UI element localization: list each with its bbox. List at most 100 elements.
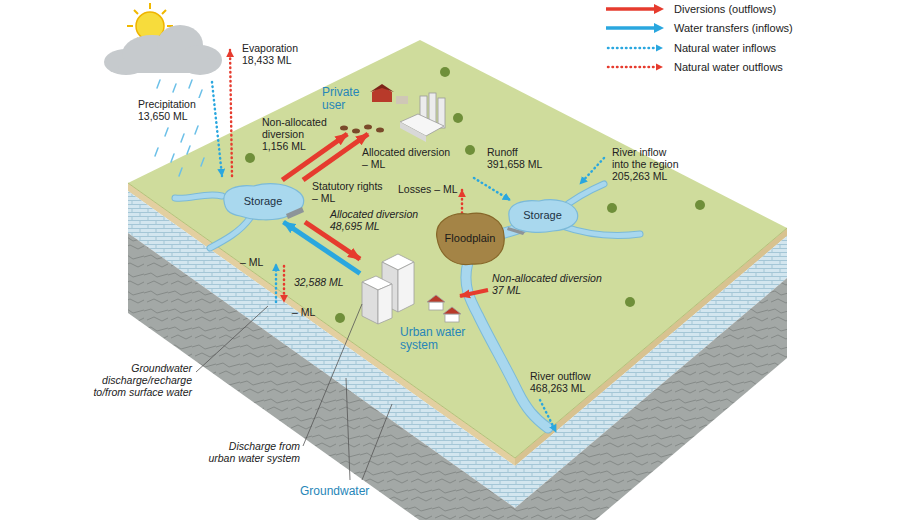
legend: Diversions (outflows) Water transfers (in… (604, 2, 900, 82)
cow (340, 126, 348, 131)
flow-label: River inflow into the region 205,263 ML (612, 146, 682, 182)
floodplain: Floodplain (432, 208, 508, 268)
legend-arrowhead (654, 4, 664, 14)
barn-roof (370, 84, 394, 92)
leader-lines (196, 304, 392, 480)
node-label: Storage (523, 209, 562, 222)
house (429, 302, 443, 310)
node-label: Private user (322, 86, 374, 112)
legend-text: Water transfers (inflows) (674, 21, 793, 35)
flow-label: Statutory rights – ML (312, 180, 388, 204)
tree (607, 203, 617, 213)
house-roof (443, 307, 461, 314)
cow (376, 128, 384, 133)
flow-label: Allocated diversion 48,695 ML (330, 208, 430, 232)
inflow-arrow (580, 158, 604, 184)
rain (155, 80, 204, 176)
node-label: Storage (244, 195, 283, 208)
tree (453, 113, 463, 123)
flow-label: Evaporation 18,433 ML (242, 42, 312, 66)
flow-label: Runoff 391,658 ML (487, 146, 549, 170)
building-wall (362, 282, 378, 324)
shed (396, 96, 408, 104)
cloud (104, 25, 222, 75)
diversion-arrow (303, 134, 368, 180)
floodplain-outline (437, 213, 505, 264)
cloud-base (118, 58, 214, 73)
legend-arrowhead (656, 64, 663, 71)
storage-lake-outline (509, 200, 578, 233)
river (175, 195, 222, 198)
river (210, 218, 250, 248)
flow-label: Groundwater discharge/recharge to/from s… (80, 362, 192, 398)
legend-sample (604, 60, 668, 74)
flow-label: Non-allocated diversion 37 ML (492, 272, 608, 296)
evaporation-arrow (230, 50, 232, 176)
legend-sample (604, 2, 668, 16)
flow-label: 32,588 ML (294, 276, 344, 288)
storage-lake: Storage (218, 180, 308, 222)
flow-label: Groundwater (300, 484, 369, 498)
outflow-arrow (540, 400, 556, 432)
legend-text: Natural water inflows (674, 41, 776, 55)
river (562, 226, 640, 236)
city (362, 254, 461, 324)
legend-sample (604, 21, 668, 35)
storage-lake-outline (224, 184, 304, 220)
legend-text: Natural water outflows (674, 60, 783, 74)
legend-line (608, 47, 656, 50)
runoff-arrow (474, 178, 510, 200)
tree (625, 297, 635, 307)
barn (372, 86, 392, 102)
building-wall (398, 262, 414, 312)
land-surface (128, 40, 787, 458)
legend-entry: Diversions (outflows) (604, 2, 900, 16)
flow-label: River outflow 468,263 ML (530, 370, 596, 394)
flow-label: – ML (292, 306, 315, 318)
dam-wall (507, 227, 525, 235)
legend-arrowhead (654, 23, 664, 33)
private-user: Private user (318, 84, 468, 134)
river-bank (210, 218, 250, 248)
rivers (175, 184, 640, 428)
tree (465, 145, 475, 155)
tree (440, 67, 450, 77)
river-bank (175, 195, 222, 198)
storage-lake: Storage (505, 196, 580, 234)
legend-line (606, 26, 656, 30)
urban-water-system: Urban water system (360, 258, 478, 354)
natural-flows (212, 50, 604, 432)
flow-label: Allocated diversion – ML (362, 146, 454, 170)
flow-label: Non-allocated diversion 1,156 ML (262, 116, 331, 152)
legend-arrowhead (656, 45, 663, 52)
legend-entry: Natural water outflows (604, 60, 900, 74)
precipitation-arrow (212, 82, 222, 176)
diversion-arrow (460, 290, 488, 296)
tree (335, 313, 345, 323)
tree (245, 153, 255, 163)
groundwater-discharge-arrow (275, 264, 278, 302)
tree (695, 200, 705, 210)
farm-building (400, 114, 444, 136)
flow-label: Losses – ML (398, 183, 458, 195)
node-label: Floodplain (445, 232, 496, 245)
building-wall (378, 284, 392, 324)
cow (352, 129, 360, 134)
land-edge (128, 183, 787, 458)
legend-line (606, 7, 656, 11)
legend-text: Diversions (outflows) (674, 2, 776, 16)
legend-line (608, 66, 656, 69)
node-label: Urban water system (400, 326, 472, 352)
legend-sample (604, 41, 668, 55)
legend-entry: Water transfers (inflows) (604, 21, 900, 35)
house (445, 314, 459, 322)
legend-entry: Natural water inflows (604, 41, 900, 55)
house-roof (427, 295, 445, 302)
flow-label: Precipitation 13,650 ML (138, 98, 210, 122)
dam-wall (286, 207, 304, 219)
river-bank (562, 226, 640, 236)
groundwater-recharge-arrow (283, 266, 286, 302)
